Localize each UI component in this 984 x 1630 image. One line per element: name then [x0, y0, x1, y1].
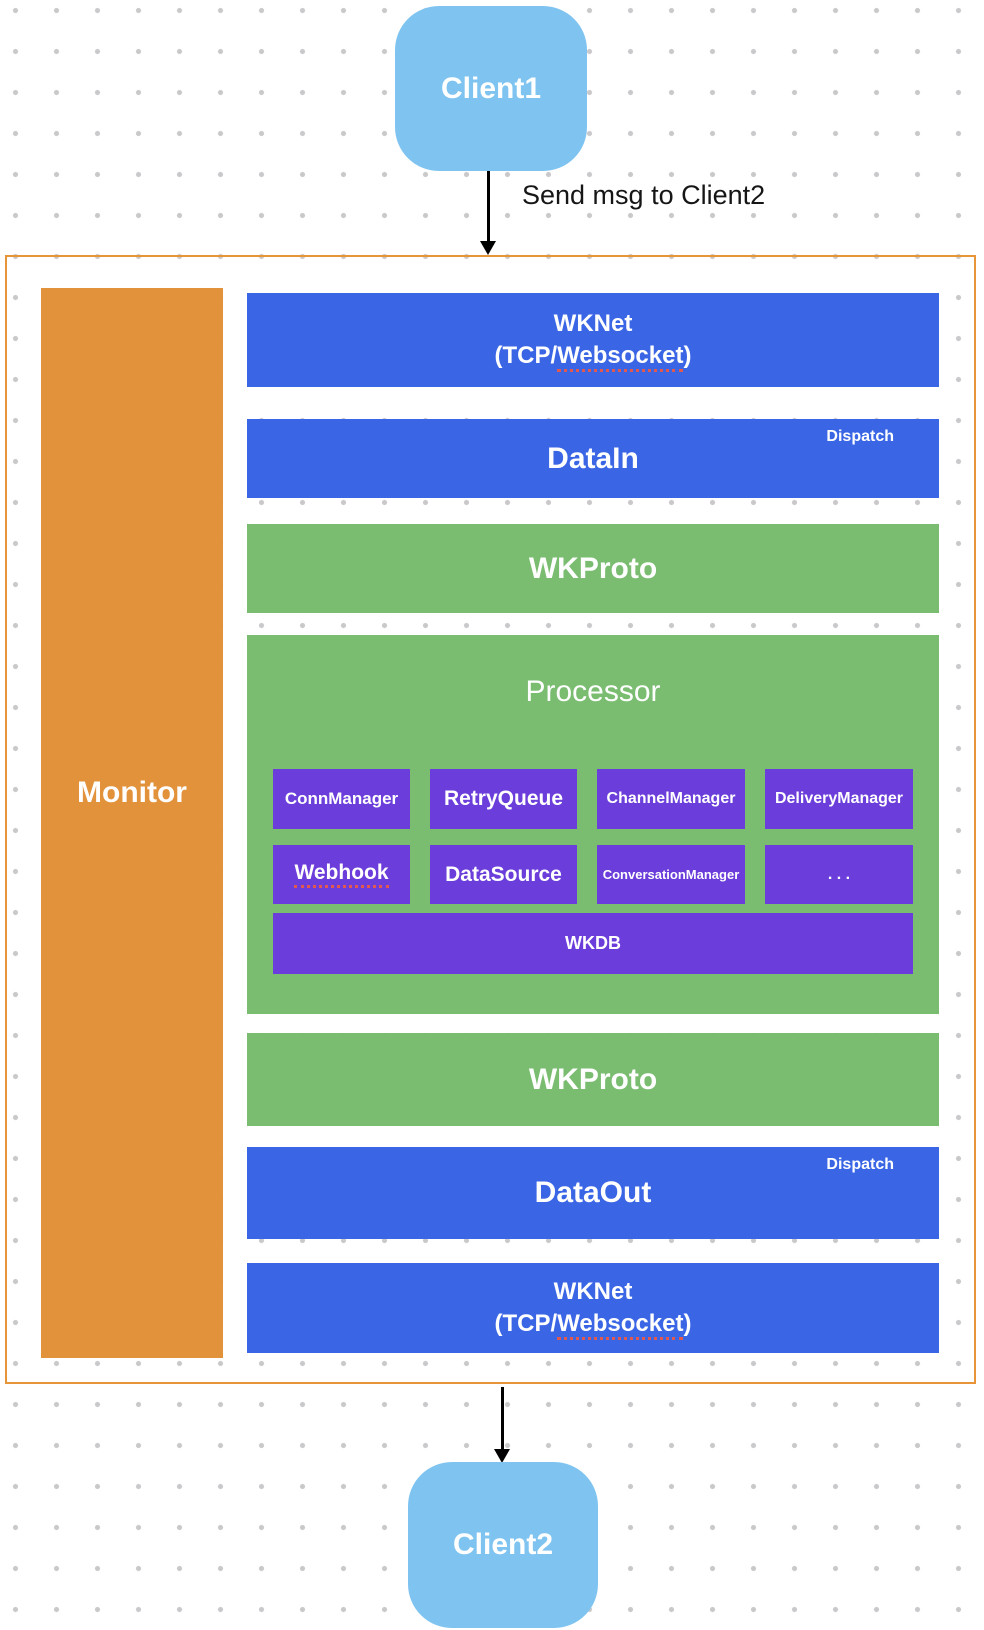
system-container[interactable] — [5, 255, 976, 1384]
arrow-system-to-client2-head — [494, 1449, 510, 1463]
datain-label: DataIn — [547, 441, 639, 475]
websocket-word-bottom: Websocket — [557, 1310, 684, 1340]
processor-module-row-2: Webhook DataSource ConversationManager .… — [273, 845, 913, 904]
module-conversationmanager[interactable]: ConversationManager — [597, 845, 745, 904]
arrow-client1-to-system-head — [480, 241, 496, 255]
wkproto-bottom-node[interactable]: WKProto — [247, 1033, 939, 1126]
monitor-label: Monitor — [77, 776, 187, 809]
module-channelmanager[interactable]: ChannelManager — [597, 769, 745, 829]
module-deliverymanager[interactable]: DeliveryManager — [765, 769, 913, 829]
datain-dispatch-badge: Dispatch — [826, 428, 894, 445]
wknet-top-node[interactable]: WKNet (TCP/Websocket) — [247, 293, 939, 387]
processor-title: Processor — [525, 675, 661, 708]
flow-label: Send msg to Client2 — [522, 180, 766, 210]
dataout-dispatch-badge: Dispatch — [826, 1156, 894, 1173]
wkproto-top-node[interactable]: WKProto — [247, 524, 939, 613]
processor-module-row-1: ConnManager RetryQueue ChannelManager De… — [273, 769, 913, 829]
dataout-label: DataOut — [534, 1176, 652, 1209]
arrow-client1-to-system-line[interactable] — [487, 171, 490, 241]
module-retryqueue[interactable]: RetryQueue — [430, 769, 577, 829]
client1-node[interactable]: Client1 — [395, 6, 587, 171]
client1-label: Client1 — [440, 71, 542, 105]
wknet-top-subtitle: (TCP/Websocket) — [495, 340, 691, 372]
processor-node[interactable]: Processor ConnManager RetryQueue Channel… — [247, 635, 939, 1014]
datain-node[interactable]: Dispatch DataIn — [247, 419, 939, 498]
module-wkdb[interactable]: WKDB — [273, 913, 913, 974]
module-connmanager[interactable]: ConnManager — [273, 769, 410, 829]
websocket-word: Websocket — [557, 342, 684, 372]
wknet-top-title: WKNet — [553, 310, 633, 338]
wknet-bottom-subtitle: (TCP/Websocket) — [495, 1308, 691, 1340]
dataout-node[interactable]: Dispatch DataOut — [247, 1147, 939, 1239]
wkproto-bottom-label: WKProto — [528, 1062, 658, 1096]
client2-label: Client2 — [452, 1528, 554, 1561]
monitor-node[interactable]: Monitor — [41, 288, 223, 1358]
module-ellipsis[interactable]: . . . — [765, 845, 913, 904]
module-webhook[interactable]: Webhook — [273, 845, 410, 904]
module-datasource[interactable]: DataSource — [430, 845, 577, 904]
wkproto-top-label: WKProto — [528, 551, 658, 585]
wknet-bottom-title: WKNet — [553, 1278, 633, 1306]
client2-node[interactable]: Client2 — [408, 1462, 598, 1628]
wknet-bottom-node[interactable]: WKNet (TCP/Websocket) — [247, 1263, 939, 1353]
wkdb-label: WKDB — [565, 933, 621, 953]
arrow-system-to-client2-line[interactable] — [501, 1387, 504, 1449]
